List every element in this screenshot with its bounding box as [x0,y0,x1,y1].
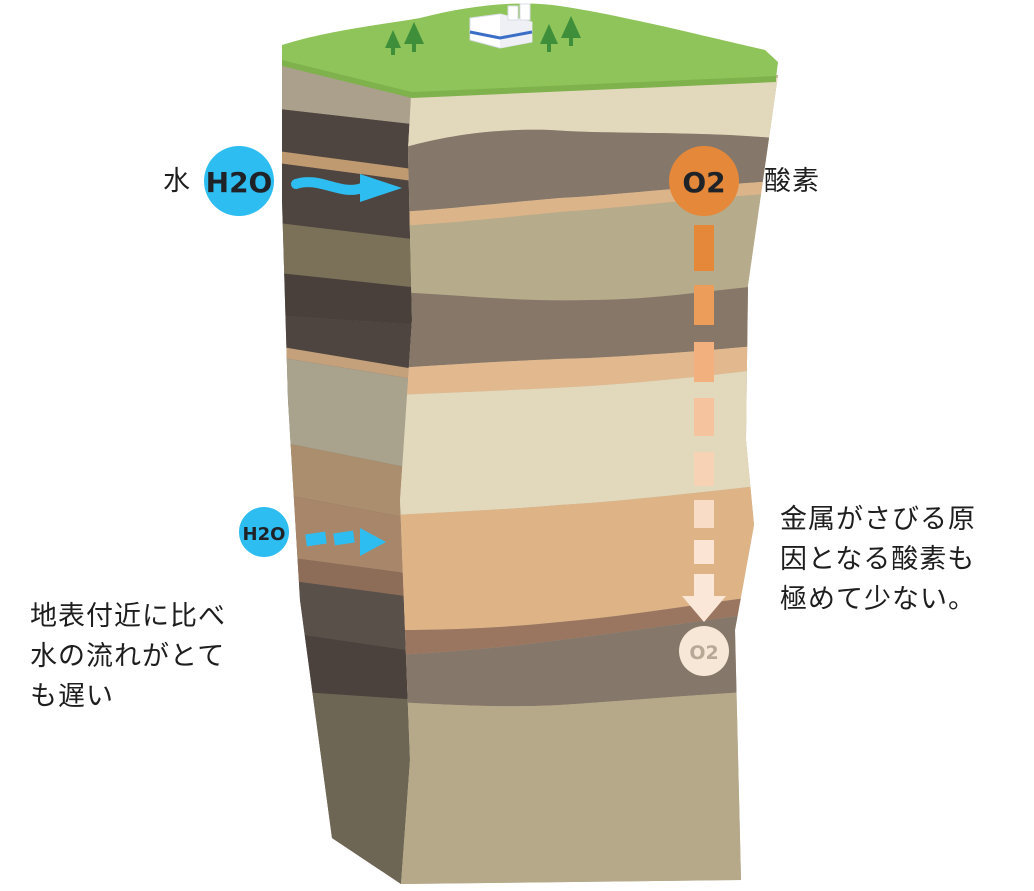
oxygen-label: 酸素 [764,166,820,197]
oxygen-descent-arrow [682,225,726,622]
column-side-face [282,55,412,884]
o2-bubble-bottom: O2 [679,626,729,676]
o2-label-top: O2 [682,166,725,199]
right-annotation: 金属がさびる原 因となる酸素も 極めて少ない。 [780,500,976,620]
h2o-bubble-top: H2O [204,146,274,216]
left-annotation: 地表付近に比べ 水の流れがとて も遅い [30,597,226,717]
left-annotation-line-2: 水の流れがとて [30,641,226,672]
left-annotation-line-1: 地表付近に比べ [30,601,226,632]
tree-icon [404,22,424,52]
tree-icon [561,16,581,46]
o2-label-bottom: O2 [689,642,718,664]
grass-top [282,3,778,98]
h2o-label-top: H2O [206,166,273,199]
tree-icon [540,24,558,52]
building-icon [469,3,533,49]
water-label: 水 [163,166,191,197]
tree-icon [385,30,401,55]
right-annotation-line-2: 因となる酸素も [780,544,976,575]
right-annotation-line-3: 極めて少ない。 [780,584,976,615]
o2-bubble-top: O2 [669,146,739,216]
right-annotation-line-1: 金属がさびる原 [780,504,976,535]
h2o-label-mid: H2O [243,524,286,545]
water-flow-arrow-mid [305,528,386,556]
water-flow-arrow-top [291,174,402,202]
h2o-bubble-mid: H2O [239,507,289,557]
left-annotation-line-3: も遅い [30,681,114,712]
